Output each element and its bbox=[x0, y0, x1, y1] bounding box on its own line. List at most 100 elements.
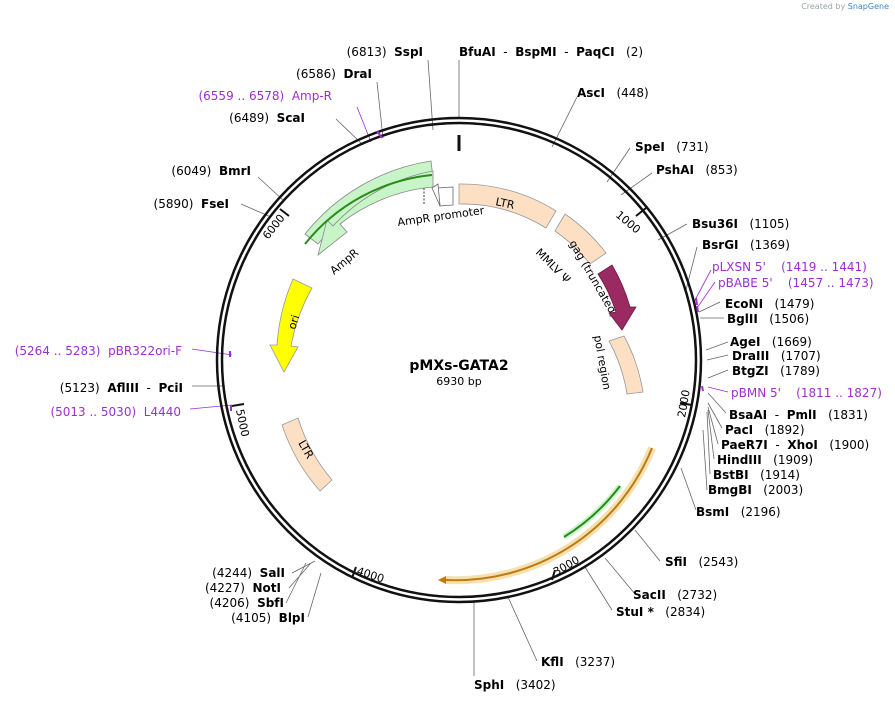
site-label-stui: StuI * (2834) bbox=[616, 605, 705, 619]
feature-ltr-1: LTR bbox=[458, 183, 557, 229]
site-label-scai: (6489) ScaI bbox=[229, 111, 305, 125]
site-label-bmri-part: (6049) bbox=[171, 164, 219, 178]
site-label-bsrgi: BsrGI (1369) bbox=[702, 238, 790, 252]
site-label-paer7i: PaeR7I - XhoI (1900) bbox=[721, 438, 869, 452]
site-label-scai-part: (6489) bbox=[229, 111, 277, 125]
site-label-bmri: (6049) BmrI bbox=[171, 164, 251, 178]
site-label-noti-part: NotI bbox=[253, 581, 282, 595]
site-label-bfuai-part: (2) bbox=[615, 45, 643, 59]
site-label-btgzi: BtgZI (1789) bbox=[732, 364, 820, 378]
site-label-pbr322-part: (5264 .. 5283) pBR322ori-F bbox=[15, 344, 182, 358]
plasmid-name: pMXs-GATA2 bbox=[409, 358, 508, 374]
site-label-sacii: SacII (2732) bbox=[633, 588, 717, 602]
site-label-drai-part: (6586) bbox=[296, 67, 344, 81]
site-label-bsu36i-part: Bsu36I bbox=[692, 217, 738, 231]
primer-marks bbox=[229, 130, 704, 411]
site-label-blpi-part: (4105) bbox=[231, 611, 279, 625]
site-label-blpi-part: BlpI bbox=[279, 611, 305, 625]
feature-label-ori: ori bbox=[285, 313, 302, 331]
site-label-econi: EcoNI (1479) bbox=[725, 297, 814, 311]
site-label-sfii-part: SfiI bbox=[665, 555, 687, 569]
site-label-bsaai-part: - bbox=[767, 408, 787, 422]
site-label-bfuai-part: BfuAI bbox=[459, 45, 496, 59]
site-label-sacii-part: SacII bbox=[633, 588, 666, 602]
site-label-agei: AgeI (1669) bbox=[730, 335, 812, 349]
site-label-bstbi: BstBI (1914) bbox=[713, 468, 800, 482]
site-label-bsmi: BsmI (2196) bbox=[696, 505, 781, 519]
tick-label-1000: 1000 bbox=[613, 208, 643, 236]
site-label-sbfi: (4206) SbfI bbox=[210, 596, 284, 610]
site-label-l4440-part: (5013 .. 5030) L4440 bbox=[50, 405, 181, 419]
site-label-hindiii: HindIII (1909) bbox=[717, 453, 813, 467]
feature-label-ampr: AmpR bbox=[328, 246, 362, 277]
site-label-bmgbi-part: BmgBI bbox=[708, 483, 752, 497]
site-label-pshai-part: PshAI bbox=[656, 163, 694, 177]
site-label-bsaai: BsaAI - PmlI (1831) bbox=[729, 408, 868, 422]
site-label-paer7i-part: (1900) bbox=[818, 438, 869, 452]
feature-orf bbox=[438, 446, 656, 585]
site-label-bfuai-part: BspMI bbox=[515, 45, 556, 59]
brand-app-name: SnapGene bbox=[847, 2, 889, 11]
snapgene-brand: Created by SnapGene bbox=[801, 2, 889, 11]
site-label-hindiii-part: HindIII bbox=[717, 453, 762, 467]
site-label-ampr_primer: (6559 .. 6578) Amp-R bbox=[198, 89, 332, 103]
site-label-afliii-part: AflIII bbox=[107, 381, 139, 395]
site-label-pbabe-part: pBABE 5' (1457 .. 1473) bbox=[718, 276, 874, 290]
site-label-afliii-part: PciI bbox=[159, 381, 184, 395]
site-label-bstbi-part: (1914) bbox=[749, 468, 800, 482]
site-label-blpi: (4105) BlpI bbox=[231, 611, 305, 625]
site-label-bfuai-part: PaqCI bbox=[576, 45, 614, 59]
site-label-bmgbi: BmgBI (2003) bbox=[708, 483, 803, 497]
site-label-sspi-part: SspI bbox=[394, 45, 423, 59]
site-label-sfii: SfiI (2543) bbox=[665, 555, 738, 569]
site-label-btgzi-part: BtgZI bbox=[732, 364, 769, 378]
tick-marks bbox=[231, 207, 693, 581]
site-label-paer7i-part: XhoI bbox=[787, 438, 818, 452]
site-label-stui-part: (2834) bbox=[654, 605, 705, 619]
feature-label-gag-1: MMLV Ψ bbox=[533, 246, 573, 286]
site-label-draiii: DraIII (1707) bbox=[732, 349, 821, 363]
site-label-bsu36i: Bsu36I (1105) bbox=[692, 217, 789, 231]
site-label-bmgbi-part: (2003) bbox=[752, 483, 803, 497]
site-label-noti: (4227) NotI bbox=[205, 581, 281, 595]
site-label-paci: PacI (1892) bbox=[725, 423, 805, 437]
site-label-bsu36i-part: (1105) bbox=[738, 217, 789, 231]
tick-label-5000: 5000 bbox=[233, 408, 252, 438]
site-label-l4440: (5013 .. 5030) L4440 bbox=[50, 405, 181, 419]
tick-label-2000: 2000 bbox=[675, 389, 693, 419]
site-label-afliii-part: - bbox=[139, 381, 159, 395]
site-label-spei-part: (731) bbox=[665, 140, 709, 154]
feature-ltr-2: LTR bbox=[281, 417, 333, 492]
site-label-pshai-part: (853) bbox=[694, 163, 738, 177]
site-label-sphi-part: (3402) bbox=[504, 678, 555, 692]
feature-ori: ori bbox=[269, 278, 313, 373]
site-label-noti-part: (4227) bbox=[205, 581, 253, 595]
site-label-ampr_primer-part: (6559 .. 6578) Amp-R bbox=[198, 89, 332, 103]
backbone-outer bbox=[215, 116, 703, 604]
site-label-asci-part: AscI bbox=[577, 86, 605, 100]
brand-created-by: Created by bbox=[801, 2, 846, 11]
site-label-sali-part: SalI bbox=[260, 566, 285, 580]
site-label-paci-part: (1892) bbox=[753, 423, 804, 437]
site-label-kfli-part: (3237) bbox=[564, 655, 615, 669]
site-label-bsaai-part: BsaAI bbox=[729, 408, 767, 422]
site-label-sali-part: (4244) bbox=[212, 566, 260, 580]
site-label-spei: SpeI (731) bbox=[635, 140, 709, 154]
site-label-bsaai-part: (1831) bbox=[817, 408, 868, 422]
site-label-pbabe: pBABE 5' (1457 .. 1473) bbox=[718, 276, 874, 290]
site-label-sali: (4244) SalI bbox=[212, 566, 285, 580]
feature-label-ampr-promoter: AmpR promoter bbox=[397, 204, 486, 229]
feature-label-ltr-1: LTR bbox=[494, 195, 516, 212]
site-label-asci-part: (448) bbox=[605, 86, 649, 100]
site-label-sspi-part: (6813) bbox=[347, 45, 395, 59]
site-label-pshai: PshAI (853) bbox=[656, 163, 738, 177]
site-label-bsaai-part: PmlI bbox=[787, 408, 817, 422]
site-label-fsei: (5890) FseI bbox=[154, 197, 229, 211]
site-label-bfuai-part: - bbox=[496, 45, 516, 59]
site-label-sacii-part: (2732) bbox=[666, 588, 717, 602]
site-label-kfli-part: KflI bbox=[541, 655, 564, 669]
site-label-hindiii-part: (1909) bbox=[762, 453, 813, 467]
site-label-paci-part: PacI bbox=[725, 423, 753, 437]
site-label-btgzi-part: (1789) bbox=[769, 364, 820, 378]
site-label-pbmn-part: pBMN 5' (1811 .. 1827) bbox=[731, 386, 882, 400]
